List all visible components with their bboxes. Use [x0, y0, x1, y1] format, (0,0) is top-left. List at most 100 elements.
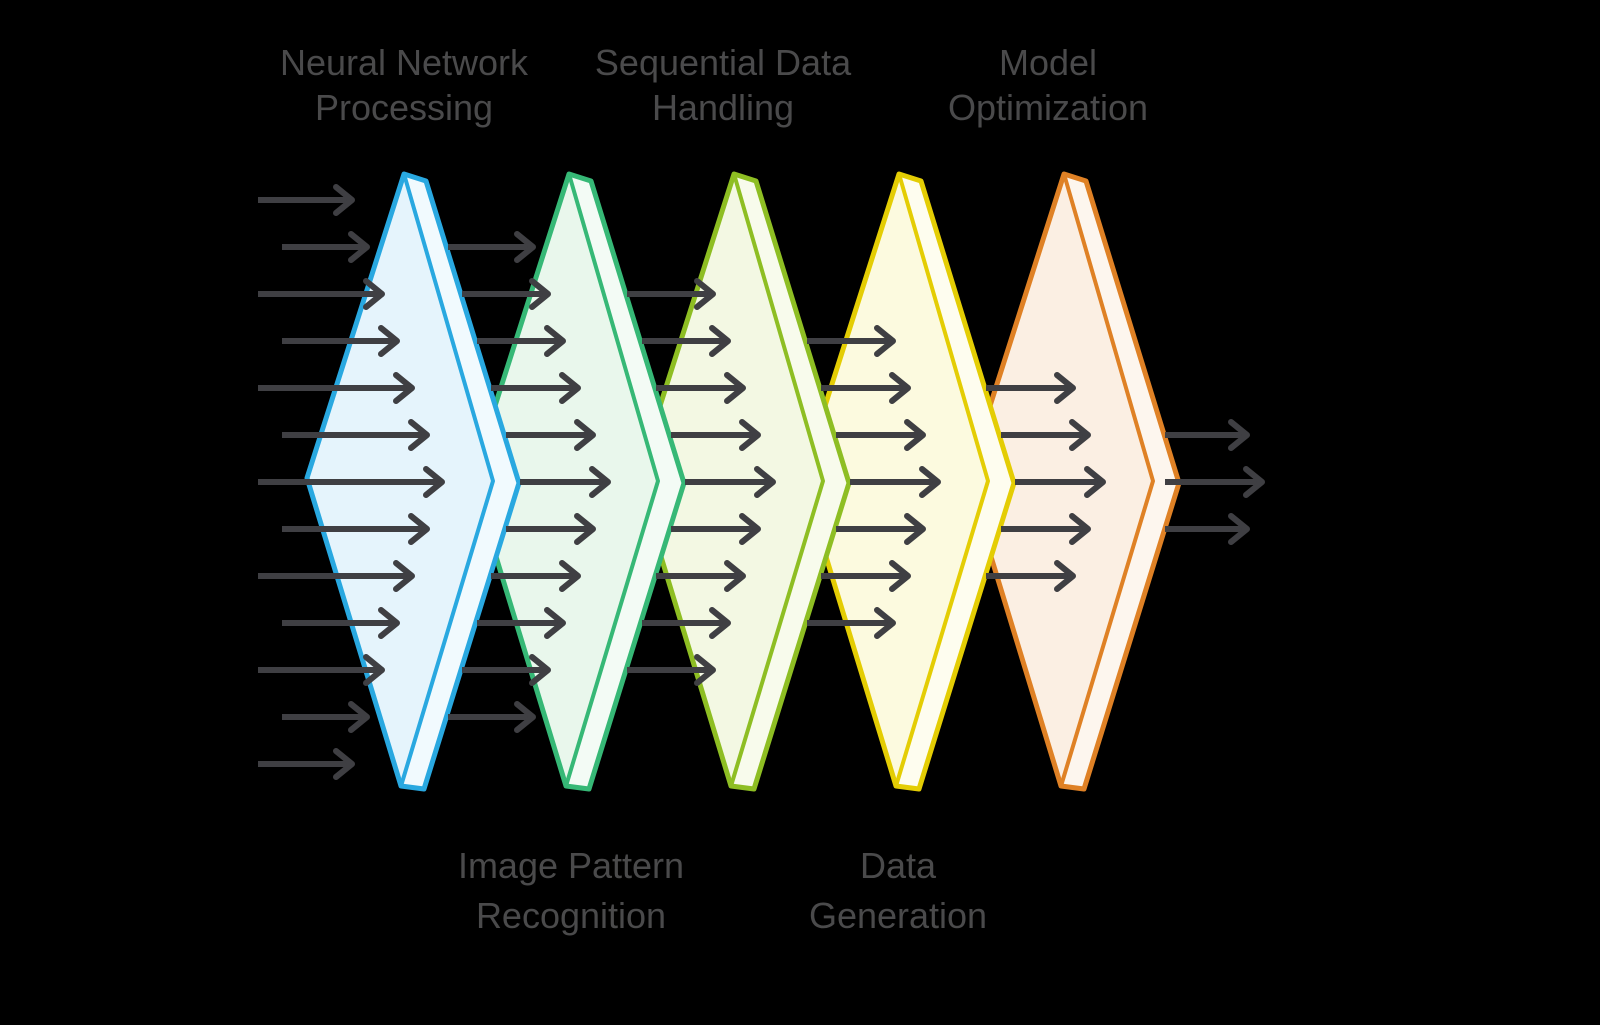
arrow [627, 654, 716, 686]
arrow [448, 231, 536, 263]
label-line: Model [999, 42, 1097, 83]
label-line: Optimization [948, 87, 1148, 128]
arrow [1001, 513, 1091, 545]
arrow [520, 466, 611, 498]
arrow-head-icon [408, 513, 430, 545]
arrow-head-icon [724, 560, 746, 592]
arrow-head-icon [1054, 560, 1076, 592]
arrow-head-icon [874, 325, 896, 357]
arrow [656, 560, 746, 592]
arrow-head-icon [1243, 466, 1265, 498]
arrow [986, 560, 1076, 592]
diamond-inner-edge-neural-network-processing [399, 172, 495, 788]
arrow [807, 607, 896, 639]
diamond-inner-edge-data-generation [894, 172, 990, 788]
arrow-head-icon [724, 372, 746, 404]
label-line: Generation [809, 895, 987, 936]
arrow [642, 607, 731, 639]
arrow-head-icon [919, 466, 941, 498]
arrow [258, 278, 385, 310]
diamond-outline-neural-network-processing [304, 171, 522, 792]
arrow-head-icon [544, 607, 566, 639]
arrow-head-icon [544, 325, 566, 357]
arrow [671, 513, 761, 545]
arrow [821, 560, 911, 592]
arrow-head-icon [378, 325, 400, 357]
arrow [282, 231, 370, 263]
arrow [282, 513, 430, 545]
arrow [258, 654, 385, 686]
output-arrows [1165, 419, 1265, 545]
arrow-head-icon [514, 701, 536, 733]
arrow [1165, 419, 1250, 451]
label-line: Data [860, 845, 937, 886]
arrow-head-icon [904, 513, 926, 545]
arrow [448, 701, 536, 733]
arrow-head-icon [348, 231, 370, 263]
arrow [627, 278, 716, 310]
arrow [1015, 466, 1106, 498]
diamond-outline-image-pattern-recognition [469, 171, 687, 792]
label-line: Processing [315, 87, 493, 128]
arrow-head-icon [739, 419, 761, 451]
arrow [821, 372, 911, 404]
arrow [477, 325, 566, 357]
arrow [836, 419, 926, 451]
arrow-head-icon [333, 184, 355, 216]
arrow-head-icon [1069, 513, 1091, 545]
arrow-head-icon [709, 325, 731, 357]
arrow-head-icon [1054, 372, 1076, 404]
arrow-head-icon [363, 654, 385, 686]
arrow-head-icon [904, 419, 926, 451]
arrow [685, 466, 776, 498]
arrow-head-icon [889, 560, 911, 592]
arrow [258, 466, 445, 498]
arrow [656, 372, 746, 404]
arrow-head-icon [1084, 466, 1106, 498]
arrow [491, 560, 581, 592]
arrow-head-icon [393, 372, 415, 404]
arrow [986, 372, 1076, 404]
label-line: Recognition [476, 895, 666, 936]
arrow-head-icon [514, 231, 536, 263]
label-line: Sequential Data [595, 42, 852, 83]
arrow [258, 748, 355, 780]
arrow-head-icon [574, 419, 596, 451]
arrow [850, 466, 941, 498]
gap-arrows-1 [448, 231, 611, 733]
arrow [258, 372, 415, 404]
arrow [1001, 419, 1091, 451]
arrow [462, 654, 551, 686]
arrow-head-icon [529, 654, 551, 686]
label-line: Handling [652, 87, 794, 128]
arrow [477, 607, 566, 639]
arrow-head-icon [378, 607, 400, 639]
arrow-head-icon [559, 372, 581, 404]
arrow-head-icon [874, 607, 896, 639]
arrow-head-icon [889, 372, 911, 404]
arrow-head-icon [589, 466, 611, 498]
arrow-head-icon [408, 419, 430, 451]
diamond-outline-sequential-data-handling [634, 171, 852, 792]
diamond-inner-edge-image-pattern-recognition [564, 172, 660, 788]
arrow-head-icon [694, 654, 716, 686]
arrow-head-icon [1228, 513, 1250, 545]
arrow [282, 419, 430, 451]
input-arrows [258, 184, 445, 780]
label-line: Neural Network [280, 42, 529, 83]
arrow-head-icon [1069, 419, 1091, 451]
arrow [506, 513, 596, 545]
arrow-head-icon [423, 466, 445, 498]
arrow [671, 419, 761, 451]
diamond-inner-edge-sequential-data-handling [729, 172, 825, 788]
arrow [836, 513, 926, 545]
arrow-head-icon [694, 278, 716, 310]
arrow [1165, 466, 1265, 498]
label-line: Image Pattern [458, 845, 684, 886]
